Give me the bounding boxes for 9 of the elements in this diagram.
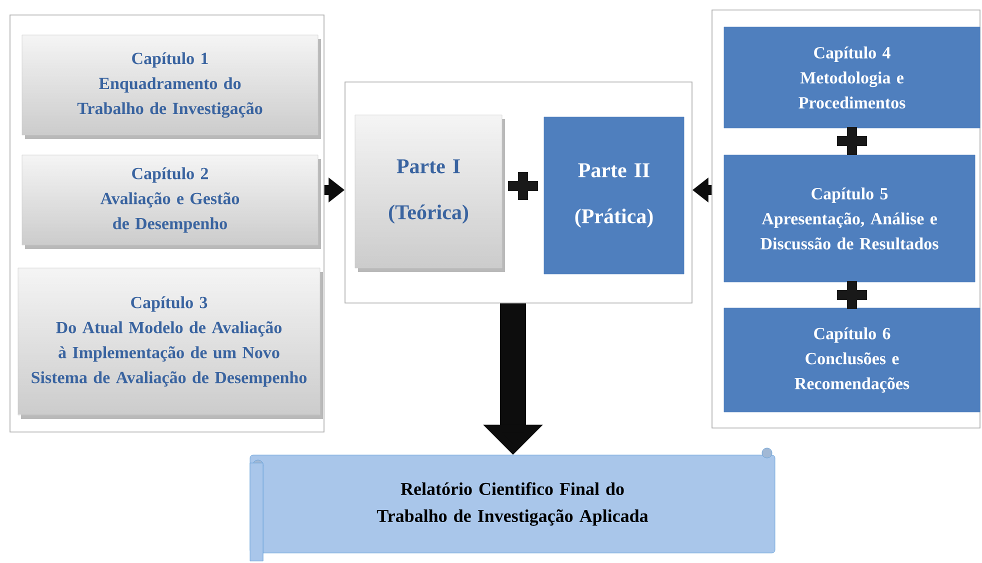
- part-box: Parte I (Teórica): [354, 114, 502, 268]
- part-box: Capítulo 4 Metodologia e Procedimentos: [724, 26, 980, 128]
- part-box: Capítulo 2 Avaliação e Gestão de Desempenho: [22, 154, 318, 246]
- part-box: Capítulo 3 Do Atual Modelo de Avaliação à Implementação de um Novo Sistema de Avaliação de Desempenho: [18, 268, 320, 416]
- part-box: Parte II (Prática): [544, 116, 684, 274]
- banner-scroll: Relatório Cientifico Final do Trabalho de Investigação Aplicada: [250, 448, 776, 562]
- part-box: Capítulo 5 Apresentação, Análise e Discussão de Resultados: [724, 154, 976, 282]
- part-box: Capítulo 1 Enquadramento do Trabalho de Investigação: [22, 34, 318, 136]
- part-box: Capítulo 6 Conclusões e Recomendações: [724, 308, 980, 412]
